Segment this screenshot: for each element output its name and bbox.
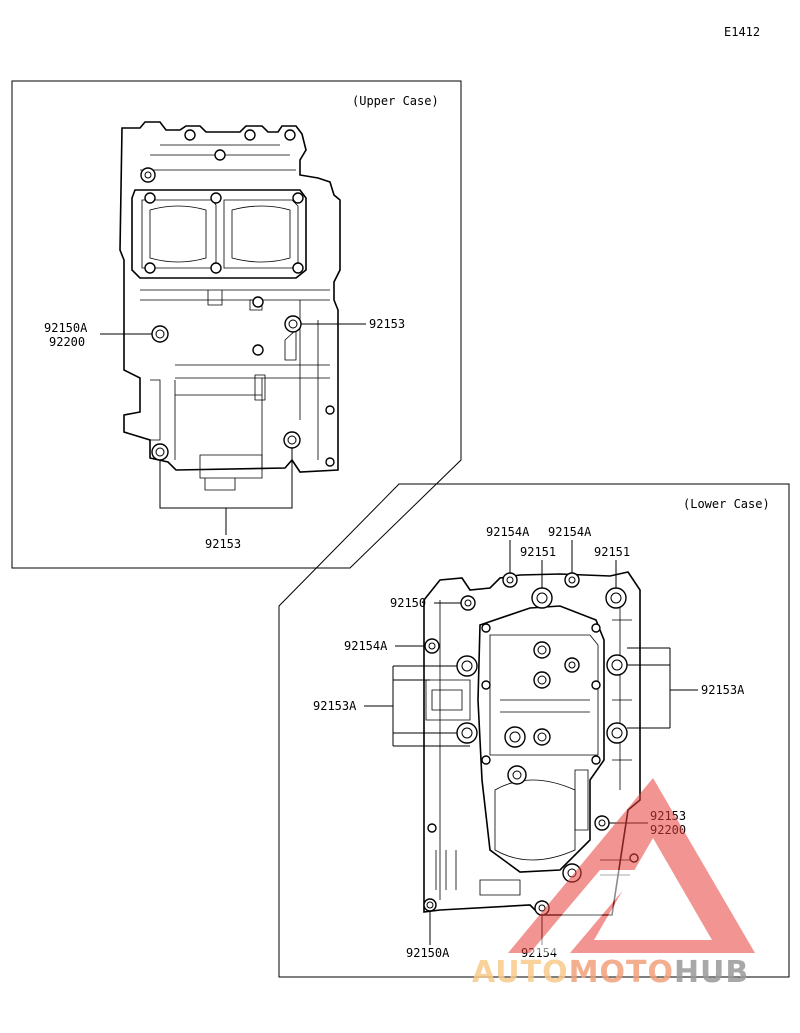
label-92150-left: 92150 xyxy=(390,596,426,610)
upper-case-panel: (Upper Case) xyxy=(11,80,462,569)
watermark-logo-stripe xyxy=(530,870,640,953)
watermark-text-auto: AUTO xyxy=(472,955,569,990)
upper-bolts xyxy=(140,129,335,467)
label-92150A-bottom: 92150A xyxy=(406,946,450,960)
label-92153-upper-bottom: 92153 xyxy=(205,537,241,551)
label-92153A-right: 92153A xyxy=(701,683,745,697)
watermark-text-hub: HUB xyxy=(674,955,749,990)
svg-text:AUTOMOTOHUB: AUTOMOTOHUB xyxy=(472,955,749,990)
watermark-logo-inner xyxy=(594,838,712,940)
diagram-id: E1412 xyxy=(724,25,760,39)
label-92153-upper-right: 92153 xyxy=(369,317,405,331)
watermark-text-moto: MOTO xyxy=(569,955,674,990)
label-92151-top-2: 92151 xyxy=(594,545,630,559)
watermark-text: AUTOMOTOHUB xyxy=(472,955,749,990)
label-92150A-upper: 92150A xyxy=(44,321,88,335)
label-92151-top-1: 92151 xyxy=(520,545,556,559)
label-92154A-left: 92154A xyxy=(344,639,388,653)
lower-case-frame xyxy=(278,483,790,978)
lower-bolts xyxy=(423,572,639,916)
lower-case-panel: (Lower Case) xyxy=(278,483,790,978)
lower-leaders xyxy=(364,540,698,945)
lower-crankcase-drawing xyxy=(423,571,641,916)
label-92154A-top-2: 92154A xyxy=(548,525,592,539)
upper-case-title: (Upper Case) xyxy=(352,94,439,108)
watermark xyxy=(508,778,755,953)
label-92154A-top-1: 92154A xyxy=(486,525,530,539)
upper-crankcase-drawing xyxy=(119,121,341,491)
upper-case-frame xyxy=(11,80,462,569)
upper-leaders xyxy=(100,323,366,535)
label-92153A-left: 92153A xyxy=(313,699,357,713)
lower-case-title: (Lower Case) xyxy=(683,497,770,511)
label-92200-upper: 92200 xyxy=(49,335,85,349)
